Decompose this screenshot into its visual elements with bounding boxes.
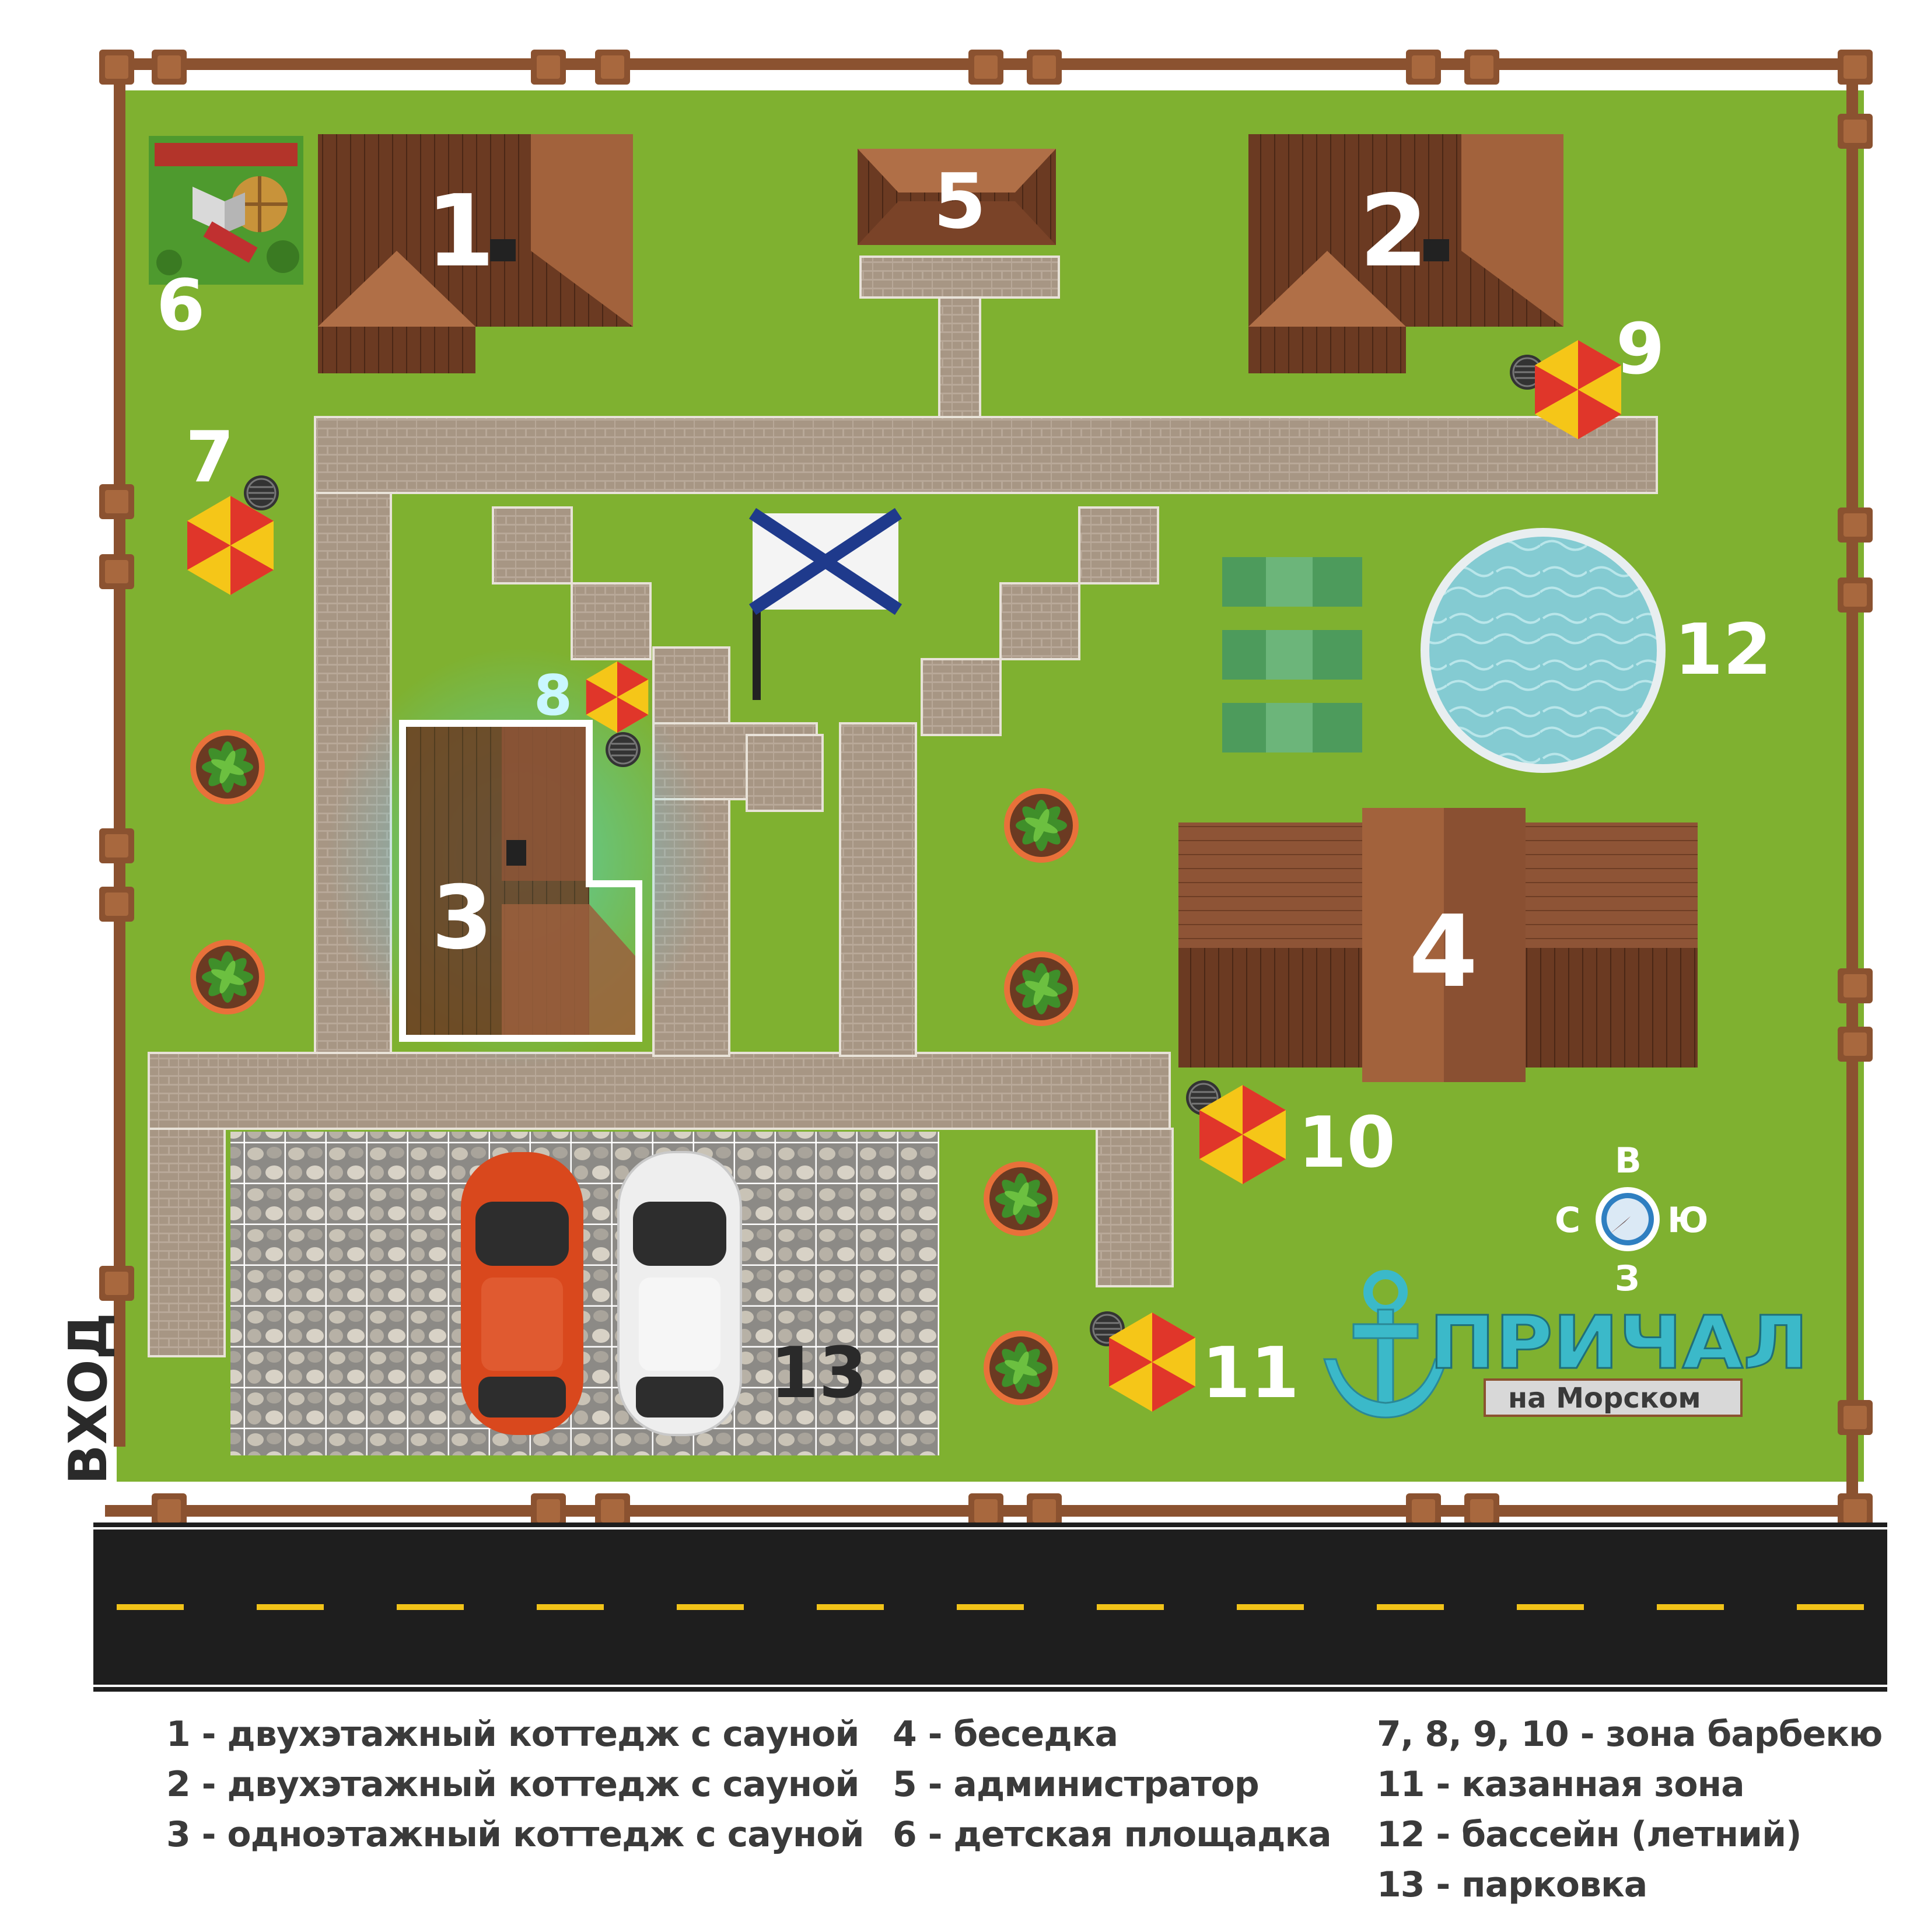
- compass: В С Ю З: [1555, 1140, 1708, 1299]
- label-playground: 6: [156, 265, 205, 346]
- label-cottage-3: 3: [432, 867, 492, 969]
- playground-icon: [149, 136, 303, 285]
- label-bbq-9: 9: [1616, 309, 1665, 390]
- admin-roof: [858, 149, 1056, 245]
- label-parking: 13: [770, 1333, 867, 1414]
- compass-east: Ю: [1667, 1200, 1708, 1241]
- label-bbq-10: 10: [1298, 1102, 1395, 1184]
- sun-loungers: [1222, 557, 1362, 752]
- label-kazan: 11: [1202, 1333, 1299, 1414]
- logo-title: ПРИЧАЛ: [1429, 1301, 1808, 1385]
- legend-column-3: 7, 8, 9, 10 - зона барбекю 11 - казанная…: [1377, 1709, 1883, 1910]
- logo: ПРИЧАЛ на Морском: [1323, 1270, 1810, 1419]
- legend-item: 7, 8, 9, 10 - зона барбекю: [1377, 1714, 1883, 1755]
- entrance-label: ВХОД: [58, 1312, 119, 1485]
- label-gazebo: 4: [1409, 894, 1478, 1010]
- legend-item: 4 - беседка: [893, 1714, 1118, 1755]
- label-admin: 5: [933, 157, 986, 246]
- pool-icon: [1421, 528, 1666, 773]
- legend-item: 1 - двухэтажный коттедж с сауной: [166, 1714, 859, 1755]
- label-pool: 12: [1674, 610, 1772, 691]
- cottage-3-highlight: [399, 720, 642, 1042]
- compass-west: С: [1555, 1200, 1580, 1241]
- cottage-2-roof: [1248, 134, 1563, 373]
- car-orange: [461, 1152, 583, 1435]
- legend-item: 12 - бассейн (летний): [1377, 1814, 1802, 1855]
- legend-item: 3 - одноэтажный коттедж с сауной: [166, 1814, 865, 1855]
- cottage-1-roof: [318, 134, 633, 373]
- compass-south: З: [1615, 1258, 1640, 1299]
- cottage-3-roof: [403, 723, 636, 1038]
- flag-icon: [748, 508, 902, 700]
- paved-paths: [148, 256, 1658, 1357]
- legend-item: 11 - казанная зона: [1377, 1764, 1745, 1805]
- legend-item: 13 - парковка: [1377, 1864, 1647, 1905]
- legend: 1 - двухэтажный коттедж с сауной 2 - дву…: [0, 1709, 1931, 1931]
- compass-north: В: [1615, 1140, 1642, 1181]
- label-bbq-8: 8: [534, 664, 572, 728]
- fence: [99, 50, 1873, 1528]
- legend-item: 6 - детская площадка: [893, 1814, 1332, 1855]
- anchor-icon: [1323, 1270, 1449, 1419]
- road: [93, 1522, 1887, 1692]
- label-cottage-1: 1: [426, 174, 495, 289]
- gazebo-roof: [1178, 808, 1698, 1082]
- legend-item: 5 - администратор: [893, 1764, 1260, 1805]
- parking-area: [230, 1132, 939, 1455]
- logo-subtitle: на Морском: [1508, 1382, 1701, 1415]
- legend-column-2: 4 - беседка 5 - администратор 6 - детска…: [893, 1709, 1332, 1860]
- car-white: [617, 1151, 742, 1436]
- label-bbq-7: 7: [186, 417, 235, 498]
- legend-column-1: 1 - двухэтажный коттедж с сауной 2 - дву…: [166, 1709, 865, 1860]
- legend-item: 2 - двухэтажный коттедж с сауной: [166, 1764, 859, 1805]
- label-cottage-2: 2: [1359, 174, 1428, 289]
